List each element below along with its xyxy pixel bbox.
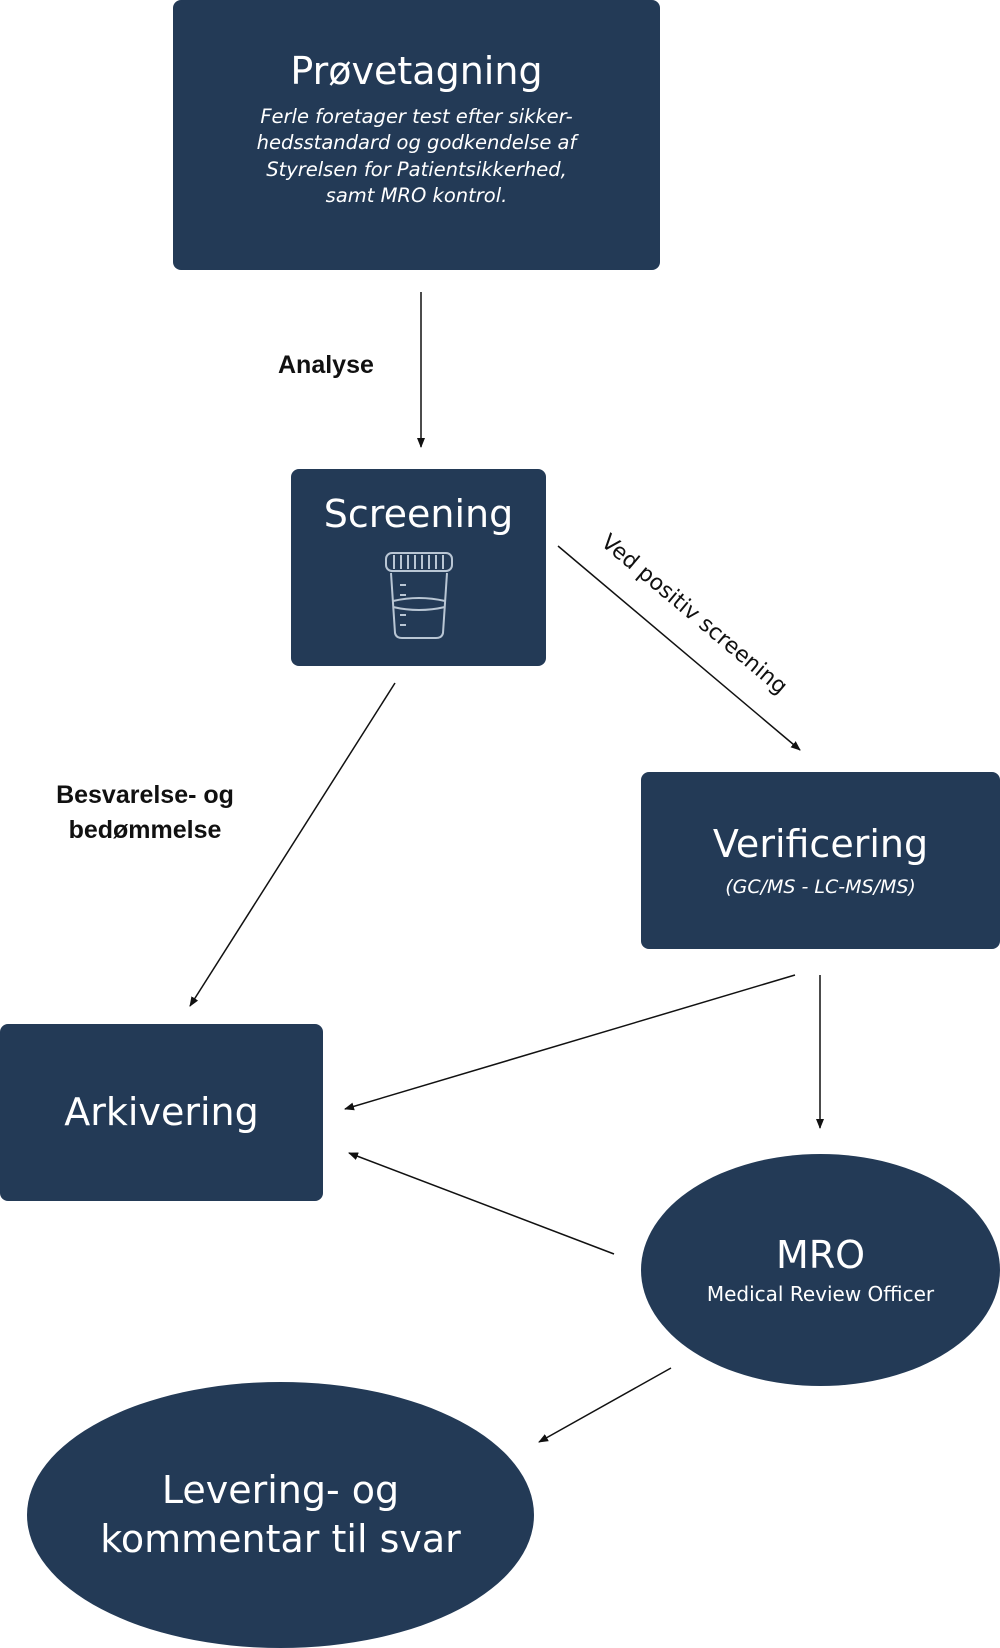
node-mro-title: MRO [775,1233,866,1278]
edge-verificering-arkivering [344,974,796,1111]
node-verificering: Verificering (GC/MS - LC-MS/MS) [641,772,1000,949]
node-provetagning-title: Prøvetagning [290,49,543,93]
specimen-cup-icon [384,551,453,639]
node-arkivering: Arkivering [0,1024,323,1201]
node-verificering-title: Verificering [712,821,929,866]
edge-mro-levering [538,1367,672,1443]
edge-label-analyse: Analyse [278,351,374,379]
node-mro: MRO Medical Review Officer [641,1154,1000,1386]
edge-mro-arkivering [348,1152,615,1255]
node-mro-subtitle: Medical Review Officer [706,1281,935,1306]
edge-screening-arkivering [189,682,396,1007]
node-arkivering-title: Arkivering [64,1089,259,1134]
edge-screening-verificering [557,545,801,751]
node-verificering-subtitle: (GC/MS - LC-MS/MS) [725,876,916,899]
node-levering: Levering- og kommentar til svar [27,1382,534,1648]
node-screening-title: Screening [323,492,514,536]
node-provetagning-description: Ferle foretager test efter sikker- hedss… [256,104,577,208]
node-levering-title: Levering- og kommentar til svar [100,1467,461,1561]
node-provetagning: Prøvetagning Ferle foretager test efter … [173,0,660,270]
node-screening: Screening [291,469,546,666]
edge-label-besvarelse: Besvarelse- og bedømmelse [56,781,234,844]
